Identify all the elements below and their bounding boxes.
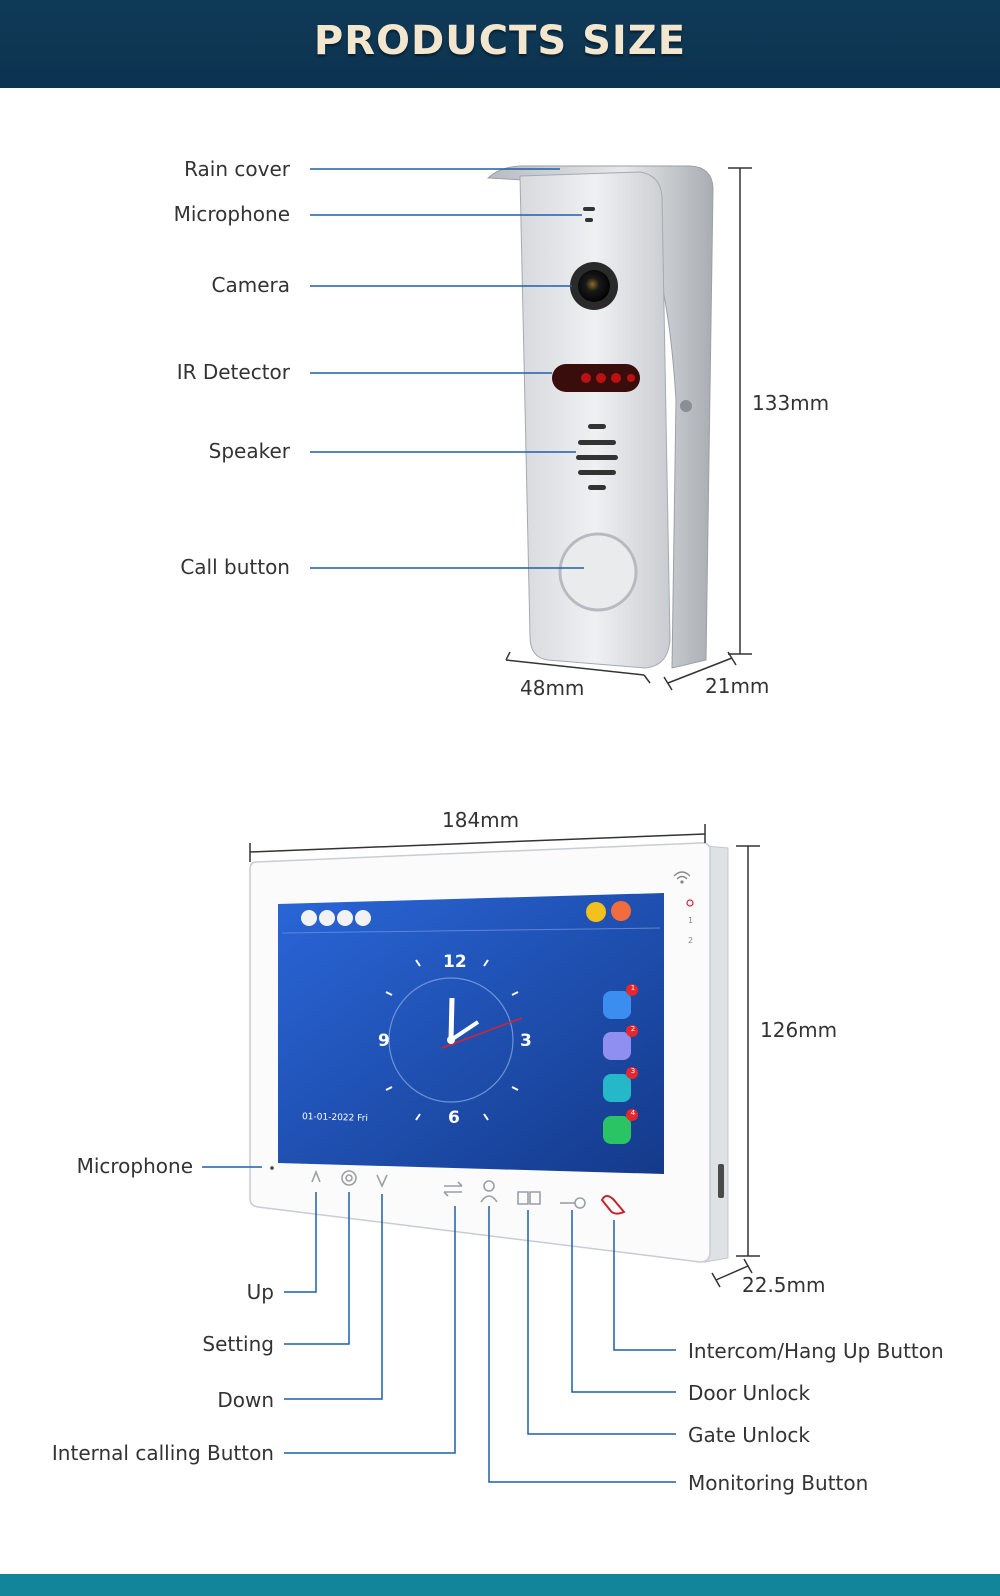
status-icon bbox=[319, 910, 335, 926]
indicator-number-2: 2 bbox=[688, 936, 694, 945]
ir-led-icon bbox=[627, 374, 635, 382]
wifi-icon-dot bbox=[680, 880, 684, 884]
person-icon-body bbox=[480, 1195, 498, 1203]
clock-second-hand bbox=[441, 1017, 523, 1049]
badge-count: 1 bbox=[630, 984, 636, 992]
clock-hour-hand bbox=[448, 997, 455, 1041]
monitor-unit bbox=[202, 824, 760, 1483]
monitor-depth-dimension: 22.5mm bbox=[742, 1273, 826, 1297]
monitor-dimensions bbox=[249, 824, 760, 1288]
speaker-slot bbox=[578, 470, 616, 475]
header-banner: PRODUCTS SIZE bbox=[0, 0, 1000, 88]
status-icon bbox=[337, 910, 353, 926]
monitor-leader-lines-right bbox=[488, 1206, 676, 1483]
label-monitoring-button: Monitoring Button bbox=[688, 1471, 869, 1495]
microphone-hole bbox=[270, 1166, 274, 1170]
monitor-indicators bbox=[673, 871, 694, 907]
label-setting: Setting bbox=[202, 1332, 274, 1356]
clock-center bbox=[447, 1036, 455, 1044]
label-down: Down bbox=[217, 1388, 274, 1412]
speaker-slot bbox=[578, 440, 616, 445]
label-rain-cover: Rain cover bbox=[184, 157, 290, 181]
person-icon bbox=[483, 1180, 495, 1192]
wifi-icon bbox=[673, 871, 691, 880]
analog-clock bbox=[385, 959, 523, 1121]
clock-number-6: 6 bbox=[448, 1108, 460, 1128]
gear-icon bbox=[341, 1170, 357, 1186]
screen-app-icons bbox=[603, 984, 638, 1144]
home-icon bbox=[586, 902, 606, 922]
label-speaker: Speaker bbox=[208, 439, 290, 463]
down-arrow-icon bbox=[376, 1174, 388, 1188]
label-microphone: Microphone bbox=[173, 202, 290, 226]
label-monitor-microphone: Microphone bbox=[76, 1154, 193, 1178]
badge-dot bbox=[626, 984, 638, 996]
clock-number-9: 9 bbox=[378, 1031, 390, 1051]
hang-up-icon bbox=[600, 1195, 626, 1215]
label-up: Up bbox=[246, 1280, 274, 1304]
speaker-slot bbox=[588, 485, 606, 490]
status-icon bbox=[301, 910, 317, 926]
screw-icon bbox=[680, 400, 692, 412]
monitor-width-dimension: 184mm bbox=[442, 808, 520, 832]
monitor-screen bbox=[278, 893, 664, 1174]
label-door-unlock: Door Unlock bbox=[688, 1381, 811, 1405]
call-icon bbox=[603, 991, 631, 1019]
screen-date: 01-01-2022 Fri bbox=[301, 1112, 369, 1124]
indicator-number-1: 1 bbox=[688, 916, 694, 925]
message-icon bbox=[603, 1032, 631, 1060]
monitor-leader-lines-left bbox=[202, 1166, 456, 1454]
clock-ticks bbox=[385, 959, 519, 1121]
speaker-slot bbox=[588, 424, 606, 429]
badge-count: 2 bbox=[630, 1025, 636, 1033]
wifi-off-icon bbox=[611, 901, 631, 921]
page-title: PRODUCTS SIZE bbox=[313, 18, 687, 64]
transfer-icon bbox=[443, 1181, 463, 1197]
power-indicator-icon bbox=[686, 899, 694, 907]
clock-face bbox=[388, 977, 514, 1103]
label-camera: Camera bbox=[211, 273, 291, 297]
alarm-icon bbox=[603, 1116, 631, 1144]
footer-bar bbox=[0, 1574, 1000, 1596]
doorbell-height-dimension: 133mm bbox=[752, 391, 830, 415]
gear-icon-center bbox=[345, 1174, 353, 1182]
call-button-icon bbox=[558, 532, 638, 612]
ir-led-icon bbox=[581, 373, 591, 383]
doorbell-width-dimension: 48mm bbox=[520, 676, 585, 700]
screen-status-icons bbox=[301, 901, 631, 926]
camera-lens-icon bbox=[578, 270, 610, 302]
monitor-port bbox=[718, 1164, 724, 1198]
label-internal-calling: Internal calling Button bbox=[51, 1441, 274, 1465]
microphone-hole bbox=[583, 207, 595, 211]
monitor-height-dimension: 126mm bbox=[760, 1018, 838, 1042]
badge-count: 3 bbox=[630, 1067, 636, 1075]
badge-dot bbox=[626, 1025, 638, 1037]
label-ir-detector: IR Detector bbox=[176, 360, 290, 384]
doorbell-dimensions bbox=[505, 167, 752, 691]
label-gate-unlock: Gate Unlock bbox=[688, 1423, 810, 1447]
doorbell-unit bbox=[310, 165, 752, 691]
screen-status-divider bbox=[281, 927, 661, 934]
label-call-button: Call button bbox=[180, 555, 290, 579]
ir-led-icon bbox=[611, 373, 621, 383]
doorbell-leader-lines bbox=[310, 168, 584, 569]
monitor-buttons bbox=[311, 1169, 586, 1209]
up-arrow-icon bbox=[311, 1169, 321, 1183]
badge-dot bbox=[626, 1067, 638, 1079]
clock-number-12: 12 bbox=[443, 952, 467, 972]
badge-dot bbox=[626, 1109, 638, 1121]
clock-number-3: 3 bbox=[520, 1031, 532, 1051]
ir-led-icon bbox=[596, 373, 606, 383]
doorbell-faceplate bbox=[519, 171, 671, 669]
speaker-slot bbox=[576, 455, 618, 460]
doorbell-depth-dimension: 21mm bbox=[705, 674, 770, 698]
microphone-hole bbox=[585, 218, 593, 222]
visitor-icon bbox=[603, 1074, 631, 1102]
gate-icon bbox=[517, 1191, 541, 1205]
label-intercom-hang-up: Intercom/Hang Up Button bbox=[688, 1339, 944, 1363]
status-icon bbox=[355, 910, 371, 926]
badge-count: 4 bbox=[630, 1109, 636, 1117]
clock-minute-hand bbox=[449, 1020, 480, 1042]
